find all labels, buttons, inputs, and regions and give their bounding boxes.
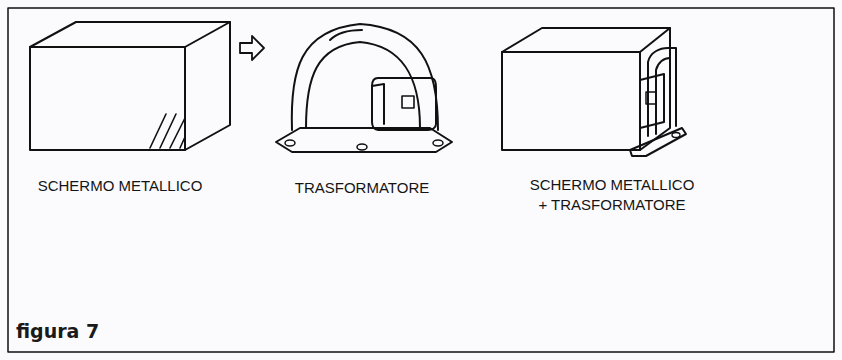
arrow-symbol xyxy=(240,36,264,60)
figure-label: TRASFORMATORE xyxy=(295,178,429,198)
figure-caption: figura 7 xyxy=(16,320,99,342)
figure-border xyxy=(8,8,834,352)
figure-label: SCHERMO METALLICO + TRASFORMATORE xyxy=(528,175,697,215)
metal-shield-drawing xyxy=(30,22,230,150)
shielded-transformer-drawing xyxy=(502,28,686,156)
figure-label: SCHERMO METALLICO xyxy=(38,176,203,196)
transformer-drawing xyxy=(276,24,452,152)
